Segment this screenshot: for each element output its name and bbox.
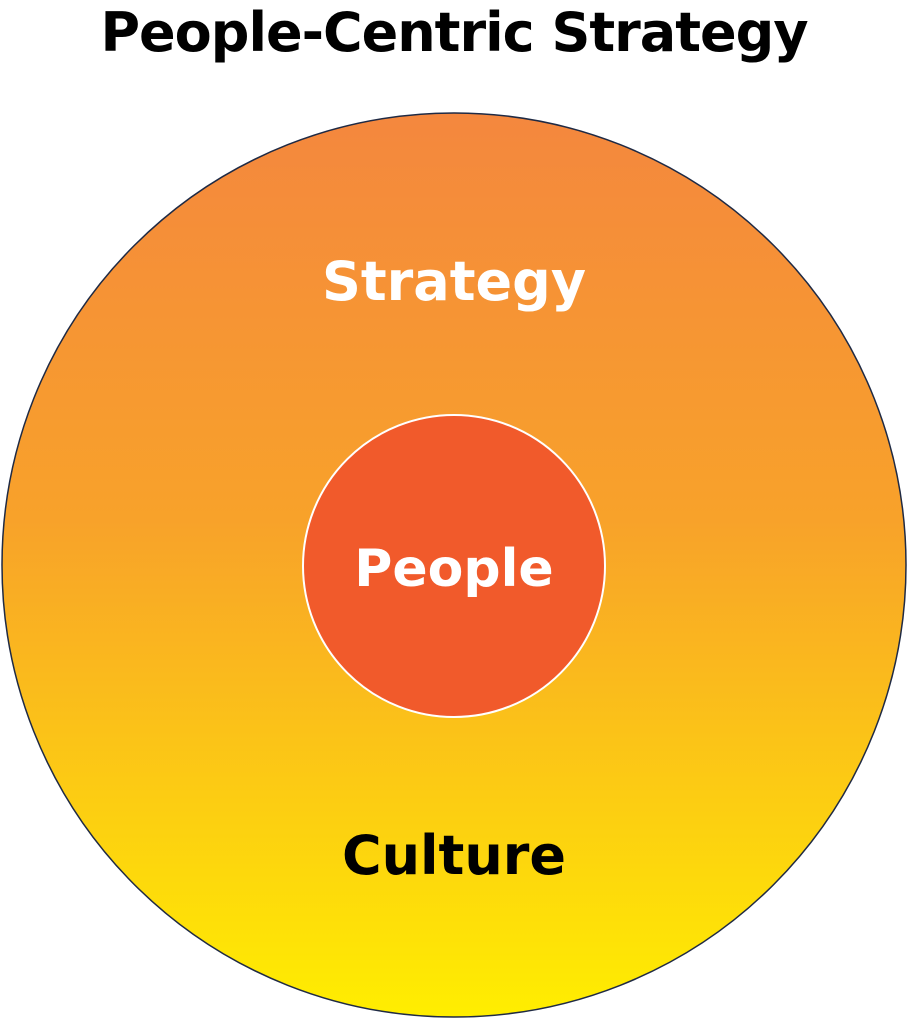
strategy-label: Strategy <box>322 250 586 313</box>
diagram-title: People-Centric Strategy <box>100 1 808 64</box>
culture-label: Culture <box>342 824 566 887</box>
people-label: People <box>354 539 553 599</box>
inner-circle <box>302 414 606 718</box>
